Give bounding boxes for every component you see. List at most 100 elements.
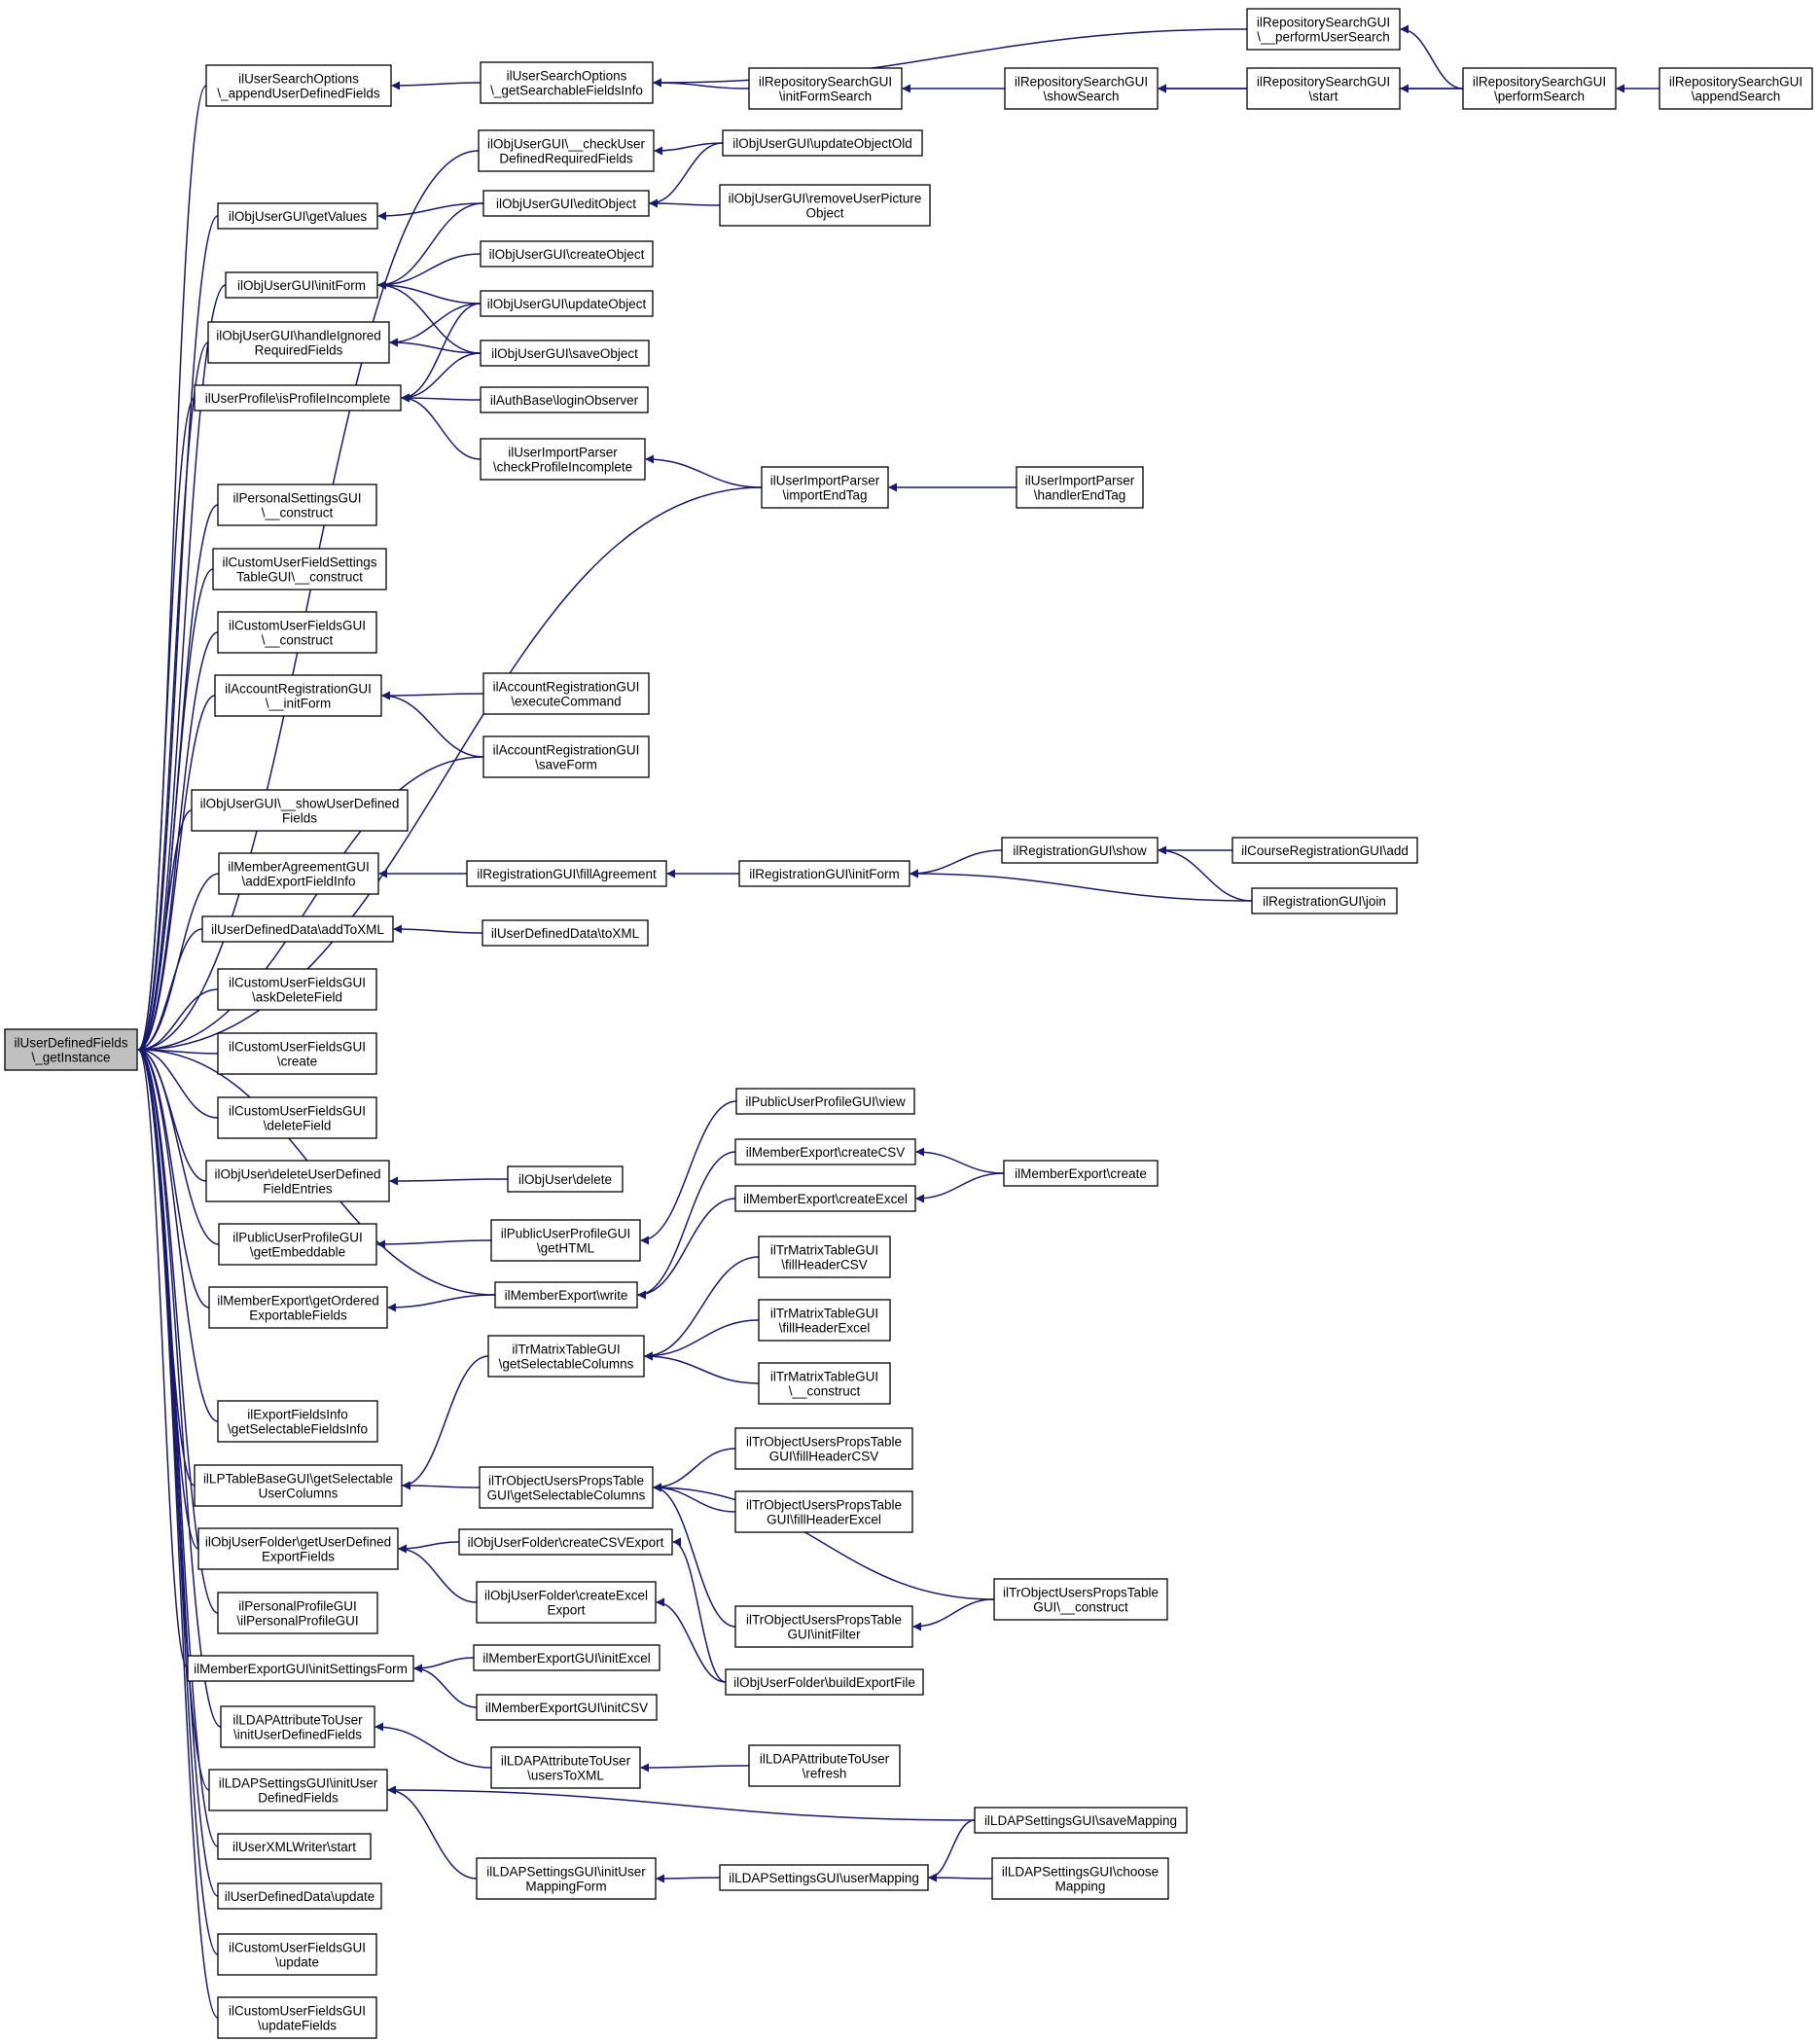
node-box xyxy=(719,184,931,227)
function-node[interactable]: ilMemberExport\createExcel xyxy=(734,1185,916,1212)
function-node[interactable]: ilRepositorySearchGUI\start xyxy=(1246,67,1401,110)
function-node[interactable]: ilObjUserGUI\createObject xyxy=(480,240,654,268)
function-node[interactable]: ilUserSearchOptions\_getSearchableFields… xyxy=(480,61,654,104)
function-node[interactable]: ilUserImportParser\handlerEndTag xyxy=(1016,466,1144,509)
function-node[interactable]: ilObjUserGUI\__checkUserDefinedRequiredF… xyxy=(478,129,655,172)
function-node[interactable]: ilRegistrationGUI\show xyxy=(1001,837,1159,864)
function-node[interactable]: ilLPTableBaseGUI\getSelectableUserColumn… xyxy=(194,1464,403,1507)
function-node[interactable]: ilPersonalSettingsGUI\__construct xyxy=(217,484,377,526)
node-label-line: \ilPersonalProfileGUI xyxy=(236,1614,358,1629)
function-node[interactable]: ilObjUserFolder\buildExportFile xyxy=(725,1668,924,1696)
function-node[interactable]: ilRepositorySearchGUI\__performUserSearc… xyxy=(1246,8,1401,51)
function-node[interactable]: ilLDAPAttributeToUser\initUserDefinedFie… xyxy=(220,1705,375,1748)
function-node[interactable]: ilPublicUserProfileGUI\getEmbeddable xyxy=(218,1223,377,1266)
node-label-line: ilCustomUserFieldsGUI xyxy=(229,1941,366,1955)
function-node[interactable]: ilObjUserGUI\updateObjectOld xyxy=(722,129,923,157)
function-node[interactable]: ilObjUserGUI\updateObject xyxy=(480,290,654,317)
function-node[interactable]: ilAccountRegistrationGUI\executeCommand xyxy=(482,672,650,715)
function-node[interactable]: ilTrObjectUsersPropsTableGUI\fillHeaderC… xyxy=(734,1427,913,1470)
node-label-line: ilObjUserGUI\updateObject xyxy=(487,297,647,311)
node-label-line: \getEmbeddable xyxy=(250,1245,345,1260)
function-node[interactable]: ilUserProfile\isProfileIncomplete xyxy=(194,384,402,412)
function-node[interactable]: ilObjUserGUI\editObject xyxy=(482,190,650,217)
function-node[interactable]: ilPublicUserProfileGUI\getHTML xyxy=(490,1219,641,1262)
function-node[interactable]: ilUserImportParser\importEndTag xyxy=(761,466,889,509)
function-node[interactable]: ilUserDefinedData\update xyxy=(217,1882,382,1910)
function-node[interactable]: ilLDAPSettingsGUI\initUserDefinedFields xyxy=(208,1769,388,1811)
function-node[interactable]: ilMemberExport\write xyxy=(494,1281,638,1308)
function-node[interactable]: ilUserXMLWriter\start xyxy=(217,1833,372,1860)
function-node[interactable]: ilTrMatrixTableGUI\fillHeaderCSV xyxy=(758,1236,891,1278)
function-node[interactable]: ilObjUserFolder\createCSVExport xyxy=(458,1528,673,1556)
call-edge-c2-to-b2 xyxy=(654,142,724,156)
node-label-line: ilPublicUserProfileGUI\view xyxy=(745,1094,906,1109)
function-node[interactable]: ilUserSearchOptions\_appendUserDefinedFi… xyxy=(205,64,392,107)
function-node[interactable]: ilRegistrationGUI\join xyxy=(1251,887,1398,914)
function-node[interactable]: ilMemberExportGUI\initSettingsForm xyxy=(187,1655,414,1682)
function-node[interactable]: ilRegistrationGUI\fillAgreement xyxy=(466,860,667,887)
function-node[interactable]: ilObjUserGUI\initForm xyxy=(225,271,378,299)
function-node[interactable]: ilPersonalProfileGUI\ilPersonalProfileGU… xyxy=(217,1592,378,1634)
function-node[interactable]: ilMemberExportGUI\initExcel xyxy=(473,1644,660,1671)
function-node[interactable]: ilCourseRegistrationGUI\add xyxy=(1231,837,1418,864)
call-edge-b23-to-a25 xyxy=(387,1785,478,1880)
function-node[interactable]: ilExportFieldsInfo\getSelectableFieldsIn… xyxy=(217,1400,378,1443)
function-node[interactable]: ilPublicUserProfileGUI\view xyxy=(735,1088,915,1115)
function-node[interactable]: ilRepositorySearchGUI\appendSearch xyxy=(1659,67,1813,110)
function-node[interactable]: ilUserDefinedData\toXML xyxy=(482,919,649,947)
node-label-line: ilRegistrationGUI\join xyxy=(1263,894,1386,909)
function-node[interactable]: ilCustomUserFieldsGUI\__construct xyxy=(217,611,377,654)
function-node[interactable]: ilTrMatrixTableGUI\__construct xyxy=(758,1362,891,1405)
function-node[interactable]: ilCustomUserFieldsGUI\update xyxy=(217,1933,377,1976)
function-node[interactable]: ilObjUserGUI\getValues xyxy=(217,202,378,230)
function-node[interactable]: ilMemberExportGUI\initCSV xyxy=(476,1694,658,1721)
function-node[interactable]: ilRepositorySearchGUI\performSearch xyxy=(1462,67,1617,110)
function-node[interactable]: ilLDAPSettingsGUI\saveMapping xyxy=(974,1807,1188,1834)
function-node[interactable]: ilMemberAgreementGUI\addExportFieldInfo xyxy=(218,852,379,895)
function-node[interactable]: ilLDAPSettingsGUI\userMapping xyxy=(719,1864,929,1891)
function-node[interactable]: ilCustomUserFieldsGUI\updateFields xyxy=(217,1996,377,2039)
call-edge-c10-to-b16 xyxy=(644,1319,760,1361)
function-node[interactable]: ilTrObjectUsersPropsTableGUI\fillHeaderE… xyxy=(734,1490,913,1533)
function-node[interactable]: ilObjUserFolder\getUserDefinedExportFiel… xyxy=(197,1527,399,1570)
function-node[interactable]: ilCustomUserFieldSettingsTableGUI\__cons… xyxy=(212,548,387,591)
function-node[interactable]: ilCustomUserFieldsGUI\deleteField xyxy=(217,1096,377,1139)
node-label-line: ilLDAPSettingsGUI\saveMapping xyxy=(984,1813,1177,1828)
function-node[interactable]: ilAccountRegistrationGUI\saveForm xyxy=(482,735,650,778)
node-label-line: ilLDAPAttributeToUser xyxy=(760,1752,890,1767)
function-node[interactable]: ilAuthBase\loginObserver xyxy=(480,386,649,413)
call-edge-b20-to-a23 xyxy=(413,1657,475,1673)
function-node[interactable]: ilCustomUserFieldsGUI\create xyxy=(217,1032,377,1075)
function-node[interactable]: ilRepositorySearchGUI\initFormSearch xyxy=(748,67,903,110)
function-node[interactable]: ilUserDefinedData\addToXML xyxy=(201,915,394,943)
function-node[interactable]: ilAccountRegistrationGUI\__initForm xyxy=(214,674,382,717)
function-node[interactable]: ilRegistrationGUI\initForm xyxy=(738,860,910,887)
function-node[interactable]: ilLDAPAttributeToUser\usersToXML xyxy=(490,1746,641,1789)
function-node[interactable]: ilTrMatrixTableGUI\fillHeaderExcel xyxy=(758,1299,891,1342)
function-node[interactable]: ilLDAPAttributeToUser\refresh xyxy=(748,1744,901,1787)
function-node[interactable]: ilObjUser\delete xyxy=(507,1165,624,1193)
call-edge-a9-to-root xyxy=(137,695,216,1055)
node-box xyxy=(476,1581,657,1624)
function-node[interactable]: ilMemberExport\createCSV xyxy=(734,1138,916,1165)
function-node[interactable]: ilObjUserGUI\saveObject xyxy=(480,340,650,367)
function-node[interactable]: ilRepositorySearchGUI\showSearch xyxy=(1004,67,1159,110)
function-node[interactable]: ilUserImportParser\checkProfileIncomplet… xyxy=(480,438,646,481)
function-node[interactable]: ilMemberExport\getOrderedExportableField… xyxy=(208,1286,388,1329)
function-node[interactable]: ilTrObjectUsersPropsTableGUI\getSelectab… xyxy=(479,1466,654,1509)
function-node[interactable]: ilMemberExport\create xyxy=(1003,1160,1159,1187)
node-label-line: \__construct xyxy=(789,1384,861,1399)
function-node[interactable]: ilCustomUserFieldsGUI\askDeleteField xyxy=(217,968,377,1011)
function-node[interactable]: ilTrMatrixTableGUI\getSelectableColumns xyxy=(487,1335,645,1378)
root-node[interactable]: ilUserDefinedFields\_getInstance xyxy=(4,1028,138,1071)
node-label-line: ilCustomUserFieldsGUI xyxy=(229,619,366,633)
